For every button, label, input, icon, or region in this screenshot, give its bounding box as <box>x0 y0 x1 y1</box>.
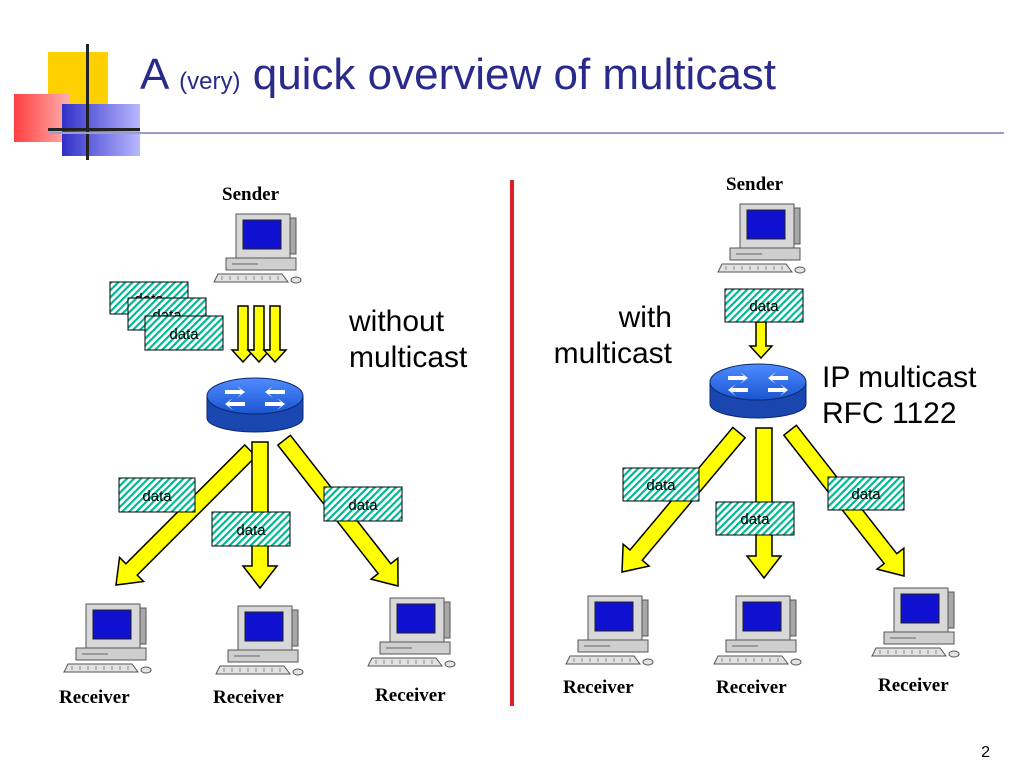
receiver-label: Receiver <box>59 687 130 708</box>
multicast-info: IP multicast RFC 1122 <box>822 361 977 430</box>
svg-text:data: data <box>236 522 266 539</box>
page-number: 2 <box>981 744 990 761</box>
router-icon <box>206 377 304 433</box>
mode-label-with: with multicast <box>553 301 672 370</box>
packet: data <box>724 288 804 323</box>
svg-text:data: data <box>348 497 378 514</box>
sender-label: Sender <box>222 184 279 205</box>
packet: data <box>715 501 795 536</box>
title-underline <box>50 132 1004 134</box>
corner-decoration <box>0 0 150 160</box>
svg-text:data: data <box>646 477 676 494</box>
packet: data <box>827 476 905 511</box>
packet: data <box>118 477 196 513</box>
receiver-label: Receiver <box>878 675 949 696</box>
receiver-computer-icon <box>215 605 304 676</box>
receiver-computer-icon <box>63 603 152 674</box>
svg-text:data: data <box>169 326 199 343</box>
svg-text:data: data <box>142 488 172 505</box>
receiver-label: Receiver <box>563 677 634 698</box>
page-title: A (very) quick overview of multicast <box>140 50 777 99</box>
router-icon <box>709 363 807 419</box>
packet: data <box>622 467 700 502</box>
sender-computer-icon <box>213 213 302 284</box>
receiver-label: Receiver <box>716 677 787 698</box>
arrow-sender-router-single <box>748 321 774 360</box>
receiver-computer-icon <box>367 597 456 668</box>
packet: data <box>323 486 403 522</box>
mode-label-without: without multicast <box>349 305 468 374</box>
svg-text:data: data <box>851 486 881 503</box>
packet: data <box>211 511 291 547</box>
receiver-label: Receiver <box>375 685 446 706</box>
receiver-label: Receiver <box>213 687 284 708</box>
svg-text:data: data <box>740 511 770 528</box>
arrow-sender-router-3 <box>262 305 288 364</box>
packet: data <box>144 315 224 351</box>
arrow-router-receiver-left <box>115 443 258 586</box>
sender-computer-icon <box>717 203 806 274</box>
receiver-computer-icon <box>713 595 802 666</box>
svg-text:data: data <box>749 298 779 315</box>
receiver-computer-icon <box>871 587 960 658</box>
sender-label: Sender <box>726 174 783 195</box>
receiver-computer-icon <box>565 595 654 666</box>
